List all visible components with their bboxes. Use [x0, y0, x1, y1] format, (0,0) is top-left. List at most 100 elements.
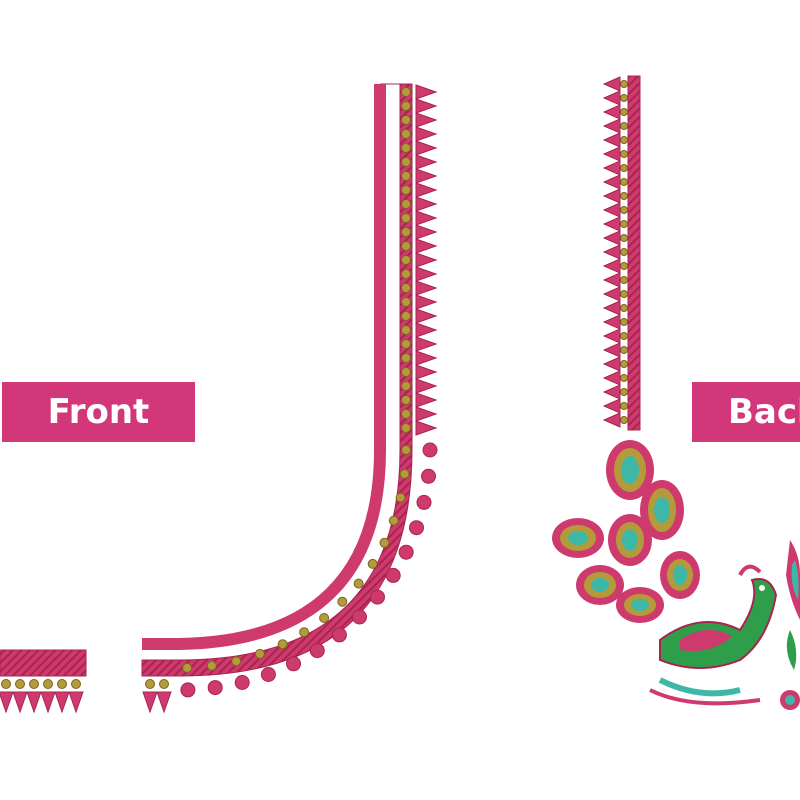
bead: [401, 185, 411, 195]
zigzag-tooth: [415, 336, 438, 352]
zigzag-tooth: [602, 146, 621, 162]
zigzag-tooth: [415, 266, 438, 282]
zigzag-tooth: [415, 224, 438, 240]
bead: [401, 409, 411, 419]
zigzag-tooth: [602, 216, 621, 232]
zigzag-tooth: [602, 272, 621, 288]
zigzag-tooth: [415, 126, 438, 142]
bead: [401, 297, 411, 307]
bead: [399, 468, 410, 479]
bead: [620, 234, 628, 242]
zigzag-tooth: [207, 680, 223, 696]
bead: [353, 578, 364, 589]
bead: [319, 613, 330, 623]
bead: [231, 656, 242, 667]
zigzag-tooth: [602, 328, 621, 344]
zigzag-tooth: [415, 196, 438, 212]
zigzag-tooth: [142, 691, 158, 714]
bead: [620, 108, 628, 116]
zigzag-tooth: [415, 280, 438, 296]
peacock-body: [649, 564, 778, 706]
bead: [388, 515, 399, 526]
bead: [401, 101, 411, 111]
zigzag-tooth: [602, 118, 621, 134]
bead: [401, 255, 411, 265]
zigzag-tooth: [602, 104, 621, 120]
bead: [620, 290, 628, 298]
bead: [401, 143, 411, 153]
bead: [57, 679, 67, 689]
zigzag-tooth: [385, 567, 401, 583]
zigzag-tooth: [415, 364, 438, 380]
bead: [145, 679, 155, 689]
zigzag-tooth: [415, 238, 438, 254]
bead: [29, 679, 39, 689]
zigzag-tooth: [415, 154, 438, 170]
zigzag-tooth: [415, 392, 438, 408]
bead: [401, 171, 411, 181]
bead: [337, 596, 348, 607]
bead: [401, 423, 411, 433]
bead: [71, 679, 81, 689]
zigzag-tooth: [415, 140, 438, 156]
zigzag-tooth: [415, 112, 438, 128]
back-vertical-band: [627, 75, 641, 431]
bead: [401, 325, 411, 335]
back-neckline-design: [552, 75, 800, 710]
zigzag-tooth: [409, 520, 424, 536]
zigzag-tooth: [415, 182, 438, 198]
zigzag-tooth: [415, 84, 438, 100]
bead: [379, 537, 390, 548]
bead: [15, 679, 25, 689]
zigzag-tooth: [602, 398, 621, 414]
zigzag-tooth: [602, 384, 621, 400]
bead: [182, 662, 193, 673]
side-flourish: [780, 540, 800, 710]
zigzag-tooth: [415, 322, 438, 338]
back-label: Back: [692, 382, 800, 442]
zigzag-tooth: [415, 98, 438, 114]
zigzag-tooth: [0, 691, 14, 714]
bead: [620, 304, 628, 312]
bead: [401, 157, 411, 167]
bead: [401, 445, 411, 455]
zigzag-tooth: [415, 406, 438, 422]
bead: [620, 136, 628, 144]
front-neckline-design: [0, 83, 438, 714]
zigzag-tooth: [602, 132, 621, 148]
bead: [401, 241, 411, 251]
zigzag-tooth: [422, 442, 438, 458]
zigzag-tooth: [602, 76, 621, 92]
zigzag-tooth: [415, 294, 438, 310]
zigzag-tooth: [415, 420, 438, 436]
bead: [401, 353, 411, 363]
zigzag-tooth: [26, 691, 42, 714]
zigzag-tooth: [602, 230, 621, 246]
zigzag-tooth: [415, 350, 438, 366]
bead: [620, 178, 628, 186]
bead: [620, 276, 628, 284]
front-label: Front: [2, 382, 195, 442]
zigzag-tooth: [602, 202, 621, 218]
bead: [620, 332, 628, 340]
bead: [620, 192, 628, 200]
bead: [401, 227, 411, 237]
back-bead-row: [620, 80, 628, 424]
zigzag-tooth: [602, 412, 621, 428]
bead: [1, 679, 11, 689]
bead: [43, 679, 53, 689]
zigzag-tooth: [602, 188, 621, 204]
bead: [401, 395, 411, 405]
front-inner-stripe: [142, 84, 386, 650]
zigzag-tooth: [156, 691, 172, 714]
bead: [620, 360, 628, 368]
bead: [620, 94, 628, 102]
front-left-band: [0, 649, 87, 677]
zigzag-tooth: [602, 314, 621, 330]
bead: [620, 416, 628, 424]
zigzag-tooth: [602, 286, 621, 302]
zigzag-tooth: [54, 691, 70, 714]
bead: [159, 679, 169, 689]
bead: [620, 388, 628, 396]
bead: [620, 262, 628, 270]
